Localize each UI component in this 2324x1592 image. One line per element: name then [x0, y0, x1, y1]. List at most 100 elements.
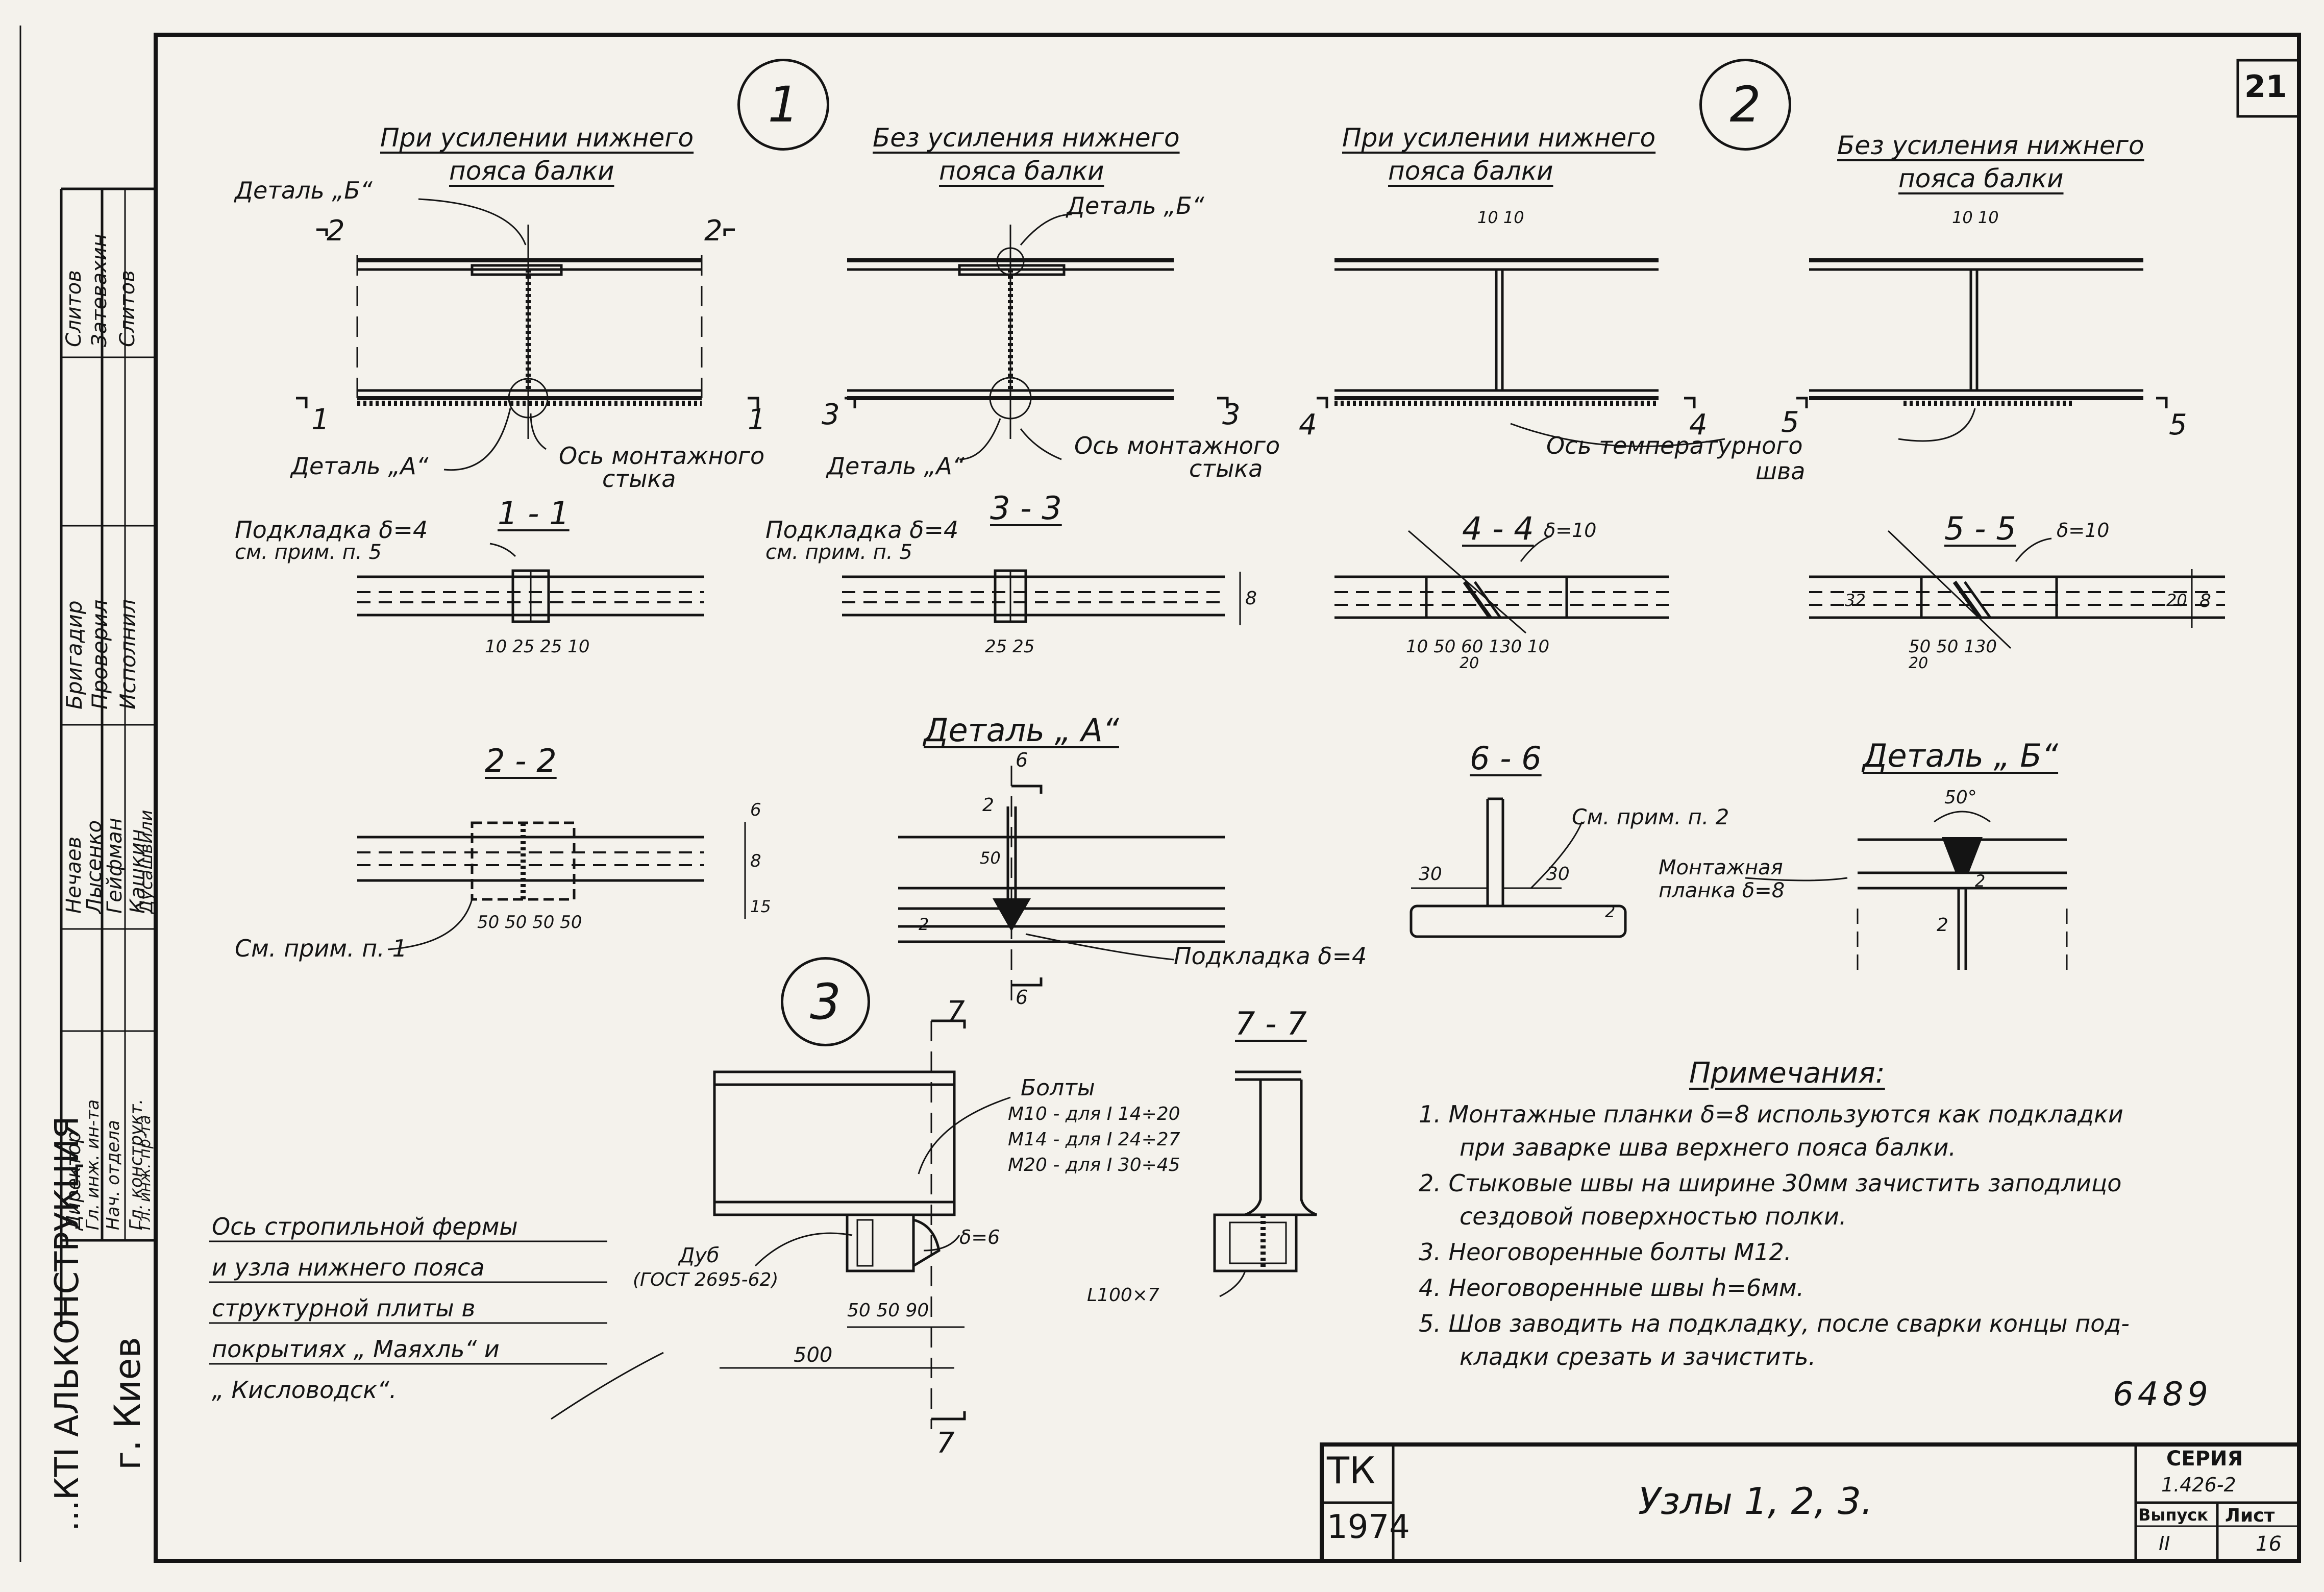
- dim-detail-a-6b: 6: [1016, 986, 1028, 1009]
- dim-2-2-8: 8: [750, 851, 761, 871]
- label-bolts-title: Болты: [1021, 1075, 1095, 1101]
- label-mount-plate-2: планка δ=8: [1659, 879, 1785, 902]
- label-oak-1: Дуб: [679, 1244, 720, 1267]
- label-mount-plate-1: Монтажная: [1659, 856, 1783, 879]
- stamp-role-1: Директор: [62, 1131, 85, 1230]
- cut-mark-2-right: 2: [704, 214, 723, 248]
- heading-2a-line1: При усилении нижнего: [1342, 123, 1656, 153]
- label-angle: L100×7: [1087, 1285, 1159, 1306]
- dim-6-6-2: 2: [1605, 902, 1616, 921]
- section-title-detail-b: Деталь „ Б“: [1863, 737, 2059, 774]
- title-block-sheet-label: Лист: [2225, 1505, 2275, 1526]
- cut-mark-3-left: 3: [822, 398, 840, 431]
- note-2b: сездовой поверхностью полки.: [1460, 1203, 1847, 1230]
- label-oak-2: (ГОСТ 2695-62): [633, 1269, 779, 1290]
- title-block-title: Узлы 1, 2, 3.: [1638, 1480, 1873, 1523]
- stamp-name-2: Лысенко: [83, 820, 106, 914]
- cut-mark-7-bottom: 7: [936, 1427, 955, 1460]
- dim-3-3-8: 8: [1245, 588, 1257, 609]
- stamp-name2-2: Затевахин: [88, 234, 111, 347]
- label-truss-4: покрытиях „ Маяхль“ и: [212, 1335, 500, 1363]
- heading-1b-line2: пояса балки: [939, 156, 1104, 186]
- cut-mark-1-left: 1: [311, 403, 330, 436]
- heading-1a-line1: При усилении нижнего: [380, 123, 694, 153]
- node-marker-2: 2: [1699, 59, 1791, 151]
- label-axis-temp-b: шва: [1756, 457, 1806, 485]
- note-2a: 2. Стыковые швы на ширине 30мм зачистить…: [1419, 1169, 2122, 1197]
- note-4: 4. Неоговоренные швы h=6мм.: [1419, 1274, 1804, 1302]
- dim-2-2-15: 15: [750, 897, 771, 916]
- section-title-6-6: 6 - 6: [1470, 740, 1542, 777]
- dim-5-5-8: 8: [2199, 591, 2211, 611]
- label-detail-a-1: Деталь „А“: [291, 452, 429, 480]
- label-bolts-3: М20 - для I 30÷45: [1008, 1155, 1180, 1175]
- dim-detail-a-50: 50: [980, 848, 1001, 868]
- section-title-1-1: 1 - 1: [498, 495, 570, 532]
- dim-5-5-b: 20: [1909, 654, 1929, 672]
- sheet-number: 21: [2244, 69, 2287, 105]
- cut-mark-4-left: 4: [1299, 408, 1317, 442]
- heading-1a-line2: пояса балки: [449, 156, 614, 186]
- stamp-name2-1: Слитов: [62, 270, 86, 347]
- label-see-p2: См. прим. п. 2: [1572, 804, 1729, 829]
- title-block-issue-value: II: [2159, 1532, 2170, 1555]
- label-pad4-2: Подкладка δ=4: [765, 516, 959, 544]
- node-marker-1: 1: [737, 59, 829, 151]
- label-truss-5: „ Кисловодск“.: [212, 1376, 397, 1404]
- stamp-name-3: Гейфман: [103, 818, 127, 914]
- dim-detail-b-2b: 2: [1937, 915, 1948, 936]
- inventory-number: 6489: [2113, 1376, 2212, 1413]
- note-1a: 1. Монтажные планки δ=8 используются как…: [1419, 1100, 2123, 1128]
- section-title-2-2: 2 - 2: [485, 742, 557, 779]
- stamp-role-2: Гл. инж. ин-та: [83, 1099, 103, 1230]
- section-title-5-5: 5 - 5: [1944, 510, 2016, 547]
- dim-6-6-30a: 30: [1419, 864, 1442, 885]
- note-3: 3. Неоговоренные болты М12.: [1419, 1238, 1792, 1266]
- label-axis-mount-1a: Ось монтажного: [559, 442, 765, 470]
- cut-mark-4-right: 4: [1689, 408, 1708, 442]
- dim-4-4: 10 50 60 130 10: [1406, 636, 1550, 657]
- label-bolts-2: М14 - для I 24÷27: [1008, 1129, 1180, 1150]
- dim-2-2: 50 50 50 50: [477, 912, 582, 933]
- dim-5-5-32: 32: [1845, 591, 1866, 610]
- dim-6-6-30b: 30: [1546, 864, 1570, 885]
- stamp-role2-2: Проверил: [87, 599, 112, 709]
- heading-2b-line1: Без усиления нижнего: [1837, 131, 2144, 160]
- heading-2b-line2: пояса балки: [1898, 164, 2064, 193]
- label-truss-3: структурной плиты в: [212, 1294, 476, 1322]
- note-5a: 5. Шов заводить на подкладку, после свар…: [1419, 1310, 2130, 1337]
- section-title-7-7: 7 - 7: [1235, 1005, 1307, 1042]
- title-block-series-label: СЕРИЯ: [2166, 1447, 2243, 1471]
- dim-2b-1010: 10 10: [1952, 208, 1999, 227]
- section-title-3-3: 3 - 3: [990, 489, 1062, 527]
- stamp-role-3: Нач. отдела: [103, 1120, 123, 1230]
- cut-mark-5-right: 5: [2169, 408, 2187, 442]
- dim-2a-1010: 10 10: [1477, 208, 1524, 227]
- label-axis-temp-a: Ось температурного: [1546, 432, 1803, 459]
- section-title-4-4: 4 - 4: [1462, 510, 1534, 547]
- dim-2-2-6: 6: [750, 800, 761, 820]
- label-delta10-1: δ=10: [1544, 519, 1597, 542]
- label-see-p5-2: см. прим. п. 5: [765, 541, 912, 564]
- dim-detail-b-2a: 2: [1975, 871, 1986, 891]
- title-block-series-value: 1.426-2: [2161, 1474, 2236, 1496]
- side-stamp-city: г. Киев: [107, 1337, 149, 1470]
- title-block-org-line1: ТК: [1327, 1449, 1376, 1492]
- label-detail-a-2: Деталь „А“: [827, 452, 965, 480]
- title-block-issue-label: Выпуск: [2138, 1505, 2208, 1525]
- notes-title: Примечания:: [1689, 1057, 1885, 1090]
- label-delta6: δ=6: [959, 1226, 1000, 1248]
- dim-1-1: 10 25 25 10: [485, 636, 590, 657]
- label-pad4-1: Подкладка δ=4: [235, 516, 428, 544]
- label-see-p5-1: см. прим. п. 5: [235, 541, 382, 564]
- cut-mark-1-right: 1: [748, 403, 766, 436]
- title-block-sheet-value: 16: [2256, 1532, 2282, 1556]
- dim-node3-500: 500: [794, 1343, 833, 1367]
- cut-mark-7-top: 7: [947, 995, 965, 1028]
- dim-node3-50-50-90: 50 50 90: [847, 1300, 929, 1321]
- stamp-name2-3: Слитов: [116, 270, 139, 347]
- dim-3-3: 25 25: [985, 636, 1035, 657]
- note-5b: кладки срезать и зачистить.: [1460, 1343, 1816, 1370]
- label-truss-1: Ось стропильной фермы: [212, 1213, 518, 1240]
